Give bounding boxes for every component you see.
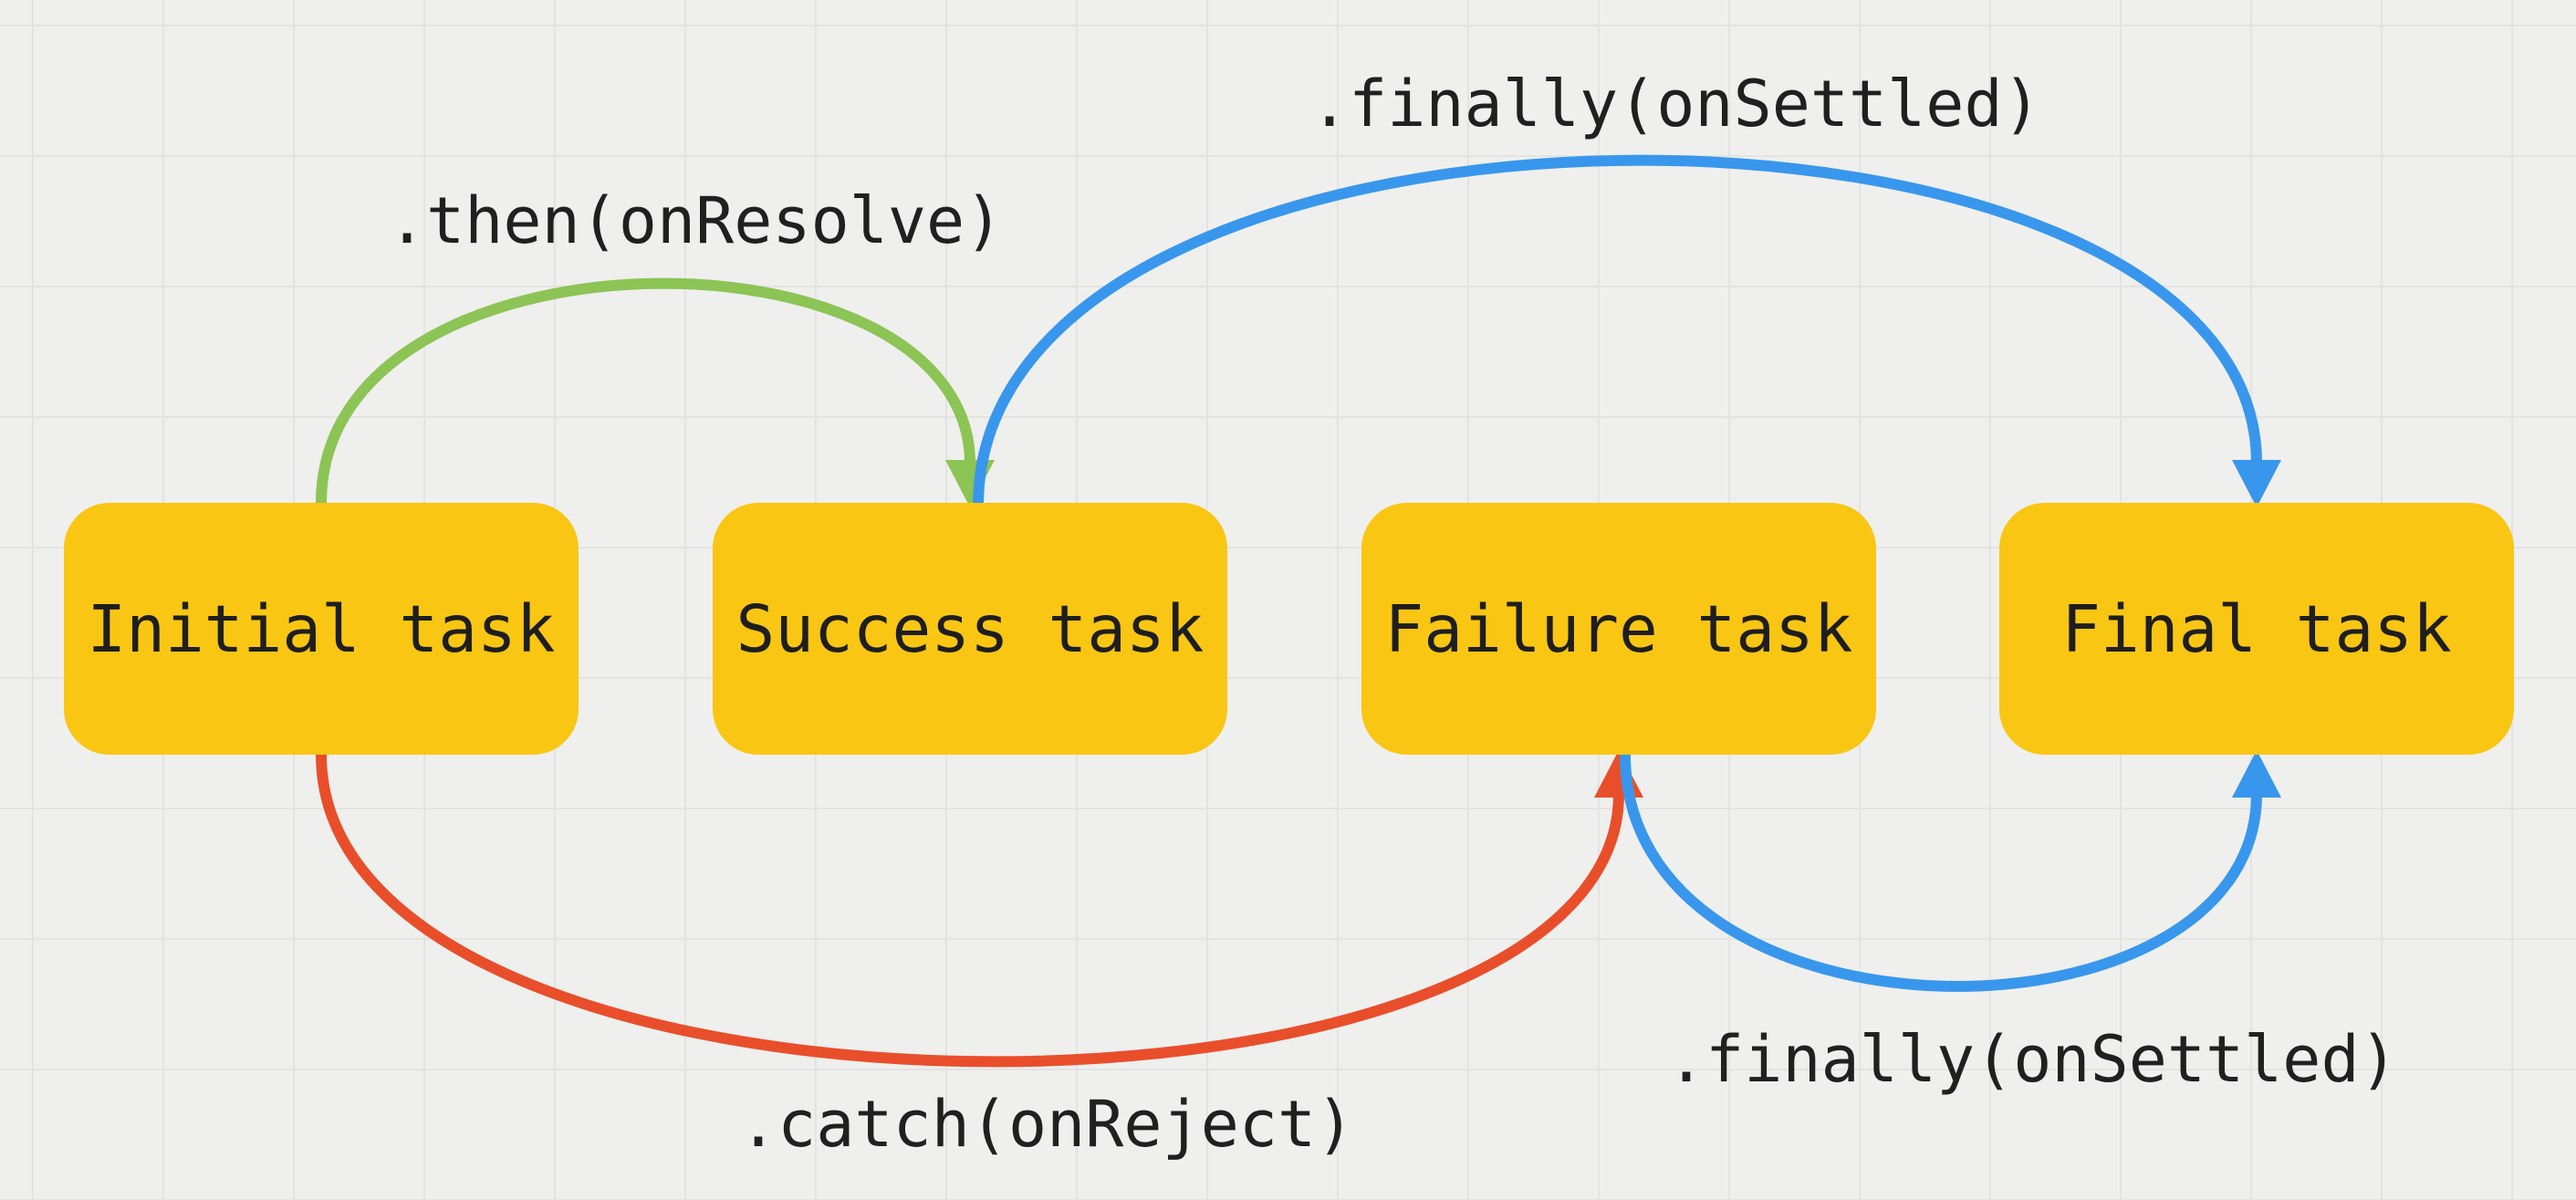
- edge-label-finally-bottom: .finally(onSettled): [1667, 1022, 2398, 1097]
- edge-then-curve: [316, 277, 975, 508]
- edge-finally-bottom-arrowhead-icon: [2232, 750, 2281, 798]
- edge-catch-curve: [316, 749, 1624, 1068]
- edge-finally-top-arrowhead-icon: [2232, 460, 2281, 507]
- edge-label-then: .then(onResolve): [388, 183, 1004, 258]
- edge-then-arrowhead-icon: [945, 460, 995, 507]
- edge-finally-bottom-curve: [1620, 749, 2262, 992]
- node-failure-label: Failure task: [1384, 590, 1853, 667]
- edge-label-catch: .catch(onReject): [739, 1087, 1355, 1162]
- edge-catch-arrowhead-icon: [1594, 750, 1643, 798]
- edge-label-finally-top: .finally(onSettled): [1310, 67, 2041, 141]
- node-success-task: Success task: [713, 503, 1227, 755]
- node-success-label: Success task: [735, 590, 1205, 667]
- node-final-task: Final task: [1999, 503, 2514, 755]
- node-initial-task: Initial task: [64, 503, 579, 755]
- node-failure-task: Failure task: [1361, 503, 1876, 755]
- node-initial-label: Initial task: [87, 590, 556, 667]
- node-final-label: Final task: [2061, 590, 2452, 667]
- edge-finally-top-curve: [973, 154, 2262, 508]
